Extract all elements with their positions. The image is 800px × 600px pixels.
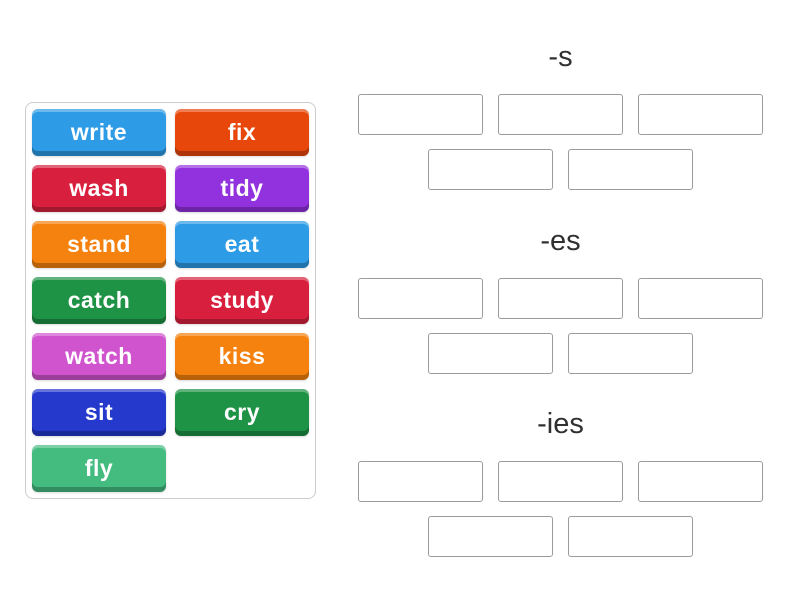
- slot-row-top: [358, 461, 763, 502]
- category-group-ies: -ies: [358, 407, 763, 557]
- slot-row-bottom: [358, 516, 763, 557]
- word-tile-label: watch: [65, 343, 133, 369]
- slot-row-top: [358, 278, 763, 319]
- word-tile-write[interactable]: write: [32, 109, 166, 156]
- word-tile-kiss[interactable]: kiss: [175, 333, 309, 380]
- drop-slot[interactable]: [568, 149, 693, 190]
- drop-slot[interactable]: [428, 333, 553, 374]
- category-group-s: -s: [358, 40, 763, 190]
- drop-slot[interactable]: [638, 461, 763, 502]
- drop-slot[interactable]: [638, 278, 763, 319]
- category-title: -es: [540, 225, 581, 257]
- word-tile-label: wash: [69, 175, 129, 201]
- word-tile-study[interactable]: study: [175, 277, 309, 324]
- word-tile-tidy[interactable]: tidy: [175, 165, 309, 212]
- word-tile-sit[interactable]: sit: [32, 389, 166, 436]
- drop-slot[interactable]: [638, 94, 763, 135]
- word-bank-panel: write fix wash tidy stand eat catch stud…: [25, 102, 316, 499]
- drop-slot[interactable]: [498, 461, 623, 502]
- word-tile-label: fly: [84, 455, 114, 481]
- word-tile-watch[interactable]: watch: [32, 333, 166, 380]
- category-groups-area: -s -es -ies: [358, 0, 763, 600]
- category-title: -ies: [537, 408, 584, 440]
- word-tile-label: cry: [223, 399, 261, 425]
- drop-slot[interactable]: [358, 278, 483, 319]
- slot-row-bottom: [358, 149, 763, 190]
- word-tile-wash[interactable]: wash: [32, 165, 166, 212]
- drop-slot[interactable]: [568, 333, 693, 374]
- word-tile-label: tidy: [220, 175, 264, 201]
- word-tile-label: fix: [227, 119, 257, 145]
- word-tile-eat[interactable]: eat: [175, 221, 309, 268]
- word-tile-label: stand: [67, 231, 131, 257]
- word-tile-label: write: [70, 119, 128, 145]
- drop-slot[interactable]: [428, 149, 553, 190]
- word-tile-label: kiss: [218, 343, 266, 369]
- drop-slot[interactable]: [358, 461, 483, 502]
- word-tile-fly[interactable]: fly: [32, 445, 166, 492]
- drop-slot[interactable]: [428, 516, 553, 557]
- word-tile-fix[interactable]: fix: [175, 109, 309, 156]
- drop-slot[interactable]: [568, 516, 693, 557]
- drop-slot[interactable]: [358, 94, 483, 135]
- word-tile-catch[interactable]: catch: [32, 277, 166, 324]
- slot-row-bottom: [358, 333, 763, 374]
- category-title: -s: [548, 41, 573, 73]
- slot-row-top: [358, 94, 763, 135]
- word-tile-cry[interactable]: cry: [175, 389, 309, 436]
- category-group-es: -es: [358, 224, 763, 374]
- drop-slot[interactable]: [498, 278, 623, 319]
- word-tile-label: sit: [84, 399, 114, 425]
- drop-slot[interactable]: [498, 94, 623, 135]
- word-tile-label: catch: [67, 287, 131, 313]
- word-tile-label: eat: [224, 231, 260, 257]
- word-tile-label: study: [210, 287, 274, 313]
- word-tile-stand[interactable]: stand: [32, 221, 166, 268]
